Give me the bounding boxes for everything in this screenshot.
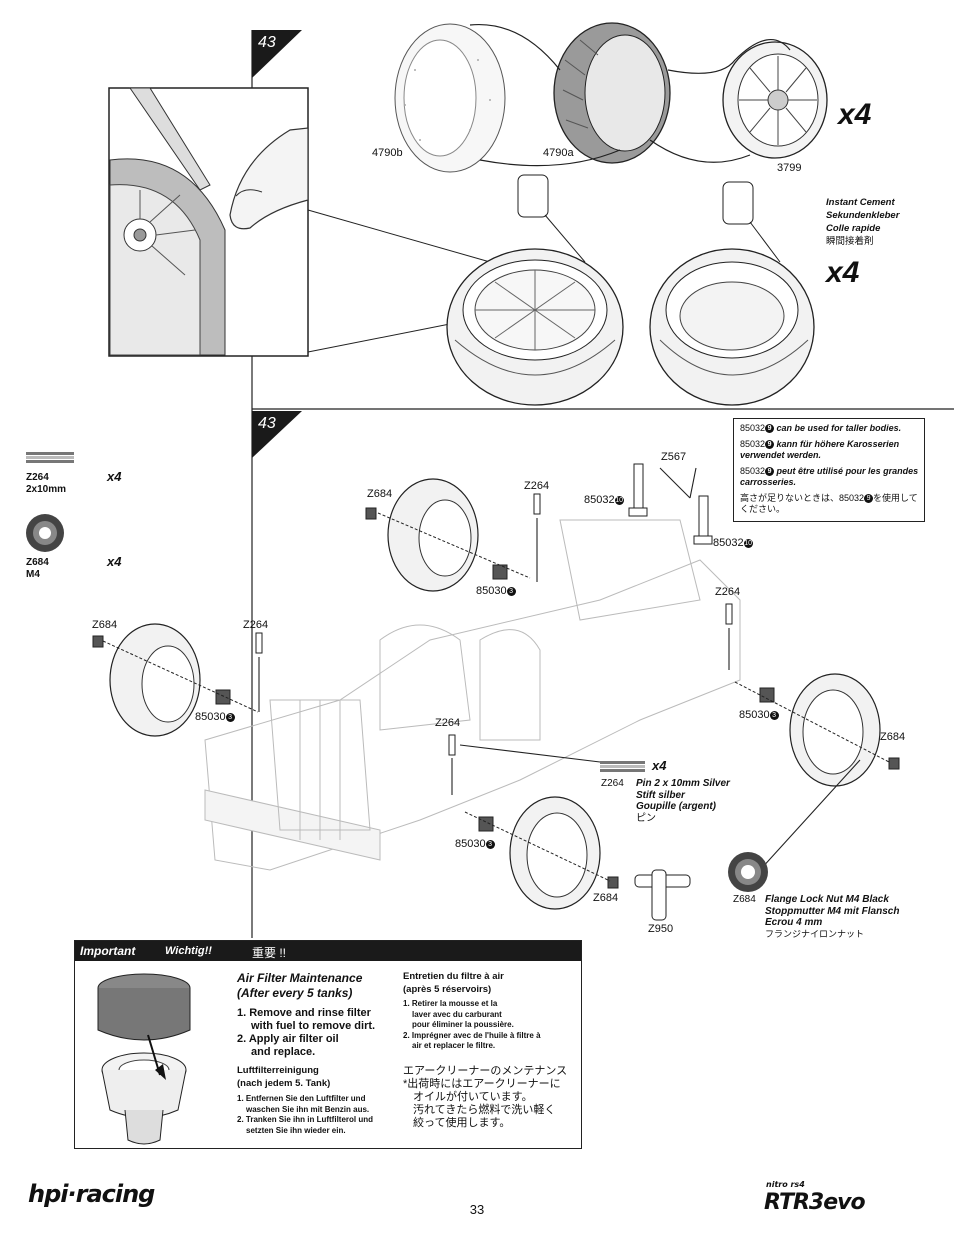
- callout-z264-1: Z264: [524, 480, 550, 492]
- nut-part-label: Z684 M4: [26, 557, 49, 580]
- callout-z567: Z567: [661, 451, 687, 463]
- de-title: Luftfilterreinigung (nach jedem 5. Tank): [237, 1065, 331, 1089]
- step-badge-top-shape: [252, 30, 302, 78]
- hub-4: [478, 816, 494, 832]
- hub-2: [215, 689, 231, 705]
- pin-icon-left: [26, 452, 74, 463]
- nut-3: [888, 757, 900, 770]
- important-box: Important Wichtig!! 重要 !! Air Filter Mai…: [74, 940, 582, 1149]
- wrench-illustration: [634, 869, 691, 921]
- callout-85032-1: 8503210: [584, 494, 624, 506]
- pin-icon-detail: [600, 761, 645, 772]
- glued-tire-right: [649, 181, 815, 406]
- step-badge-top: 43: [258, 34, 276, 51]
- step-badge-bottom-shape: [252, 411, 302, 458]
- air-filter-illustration: [97, 973, 191, 1145]
- multiplier-top: x4: [838, 98, 872, 131]
- foam-insert-illustration: [394, 23, 506, 173]
- pin-detail-qty: x4: [652, 758, 667, 773]
- callout-z950: Z950: [648, 923, 674, 935]
- nut-icon-left: [26, 514, 64, 552]
- cement-label: Instant Cement Sekundenkleber Colle rapi…: [826, 197, 900, 247]
- chassis-illustration: [204, 519, 741, 871]
- wheel-front-right: [789, 673, 881, 787]
- wheel-front-left: [387, 478, 479, 592]
- wheel-illustration: [722, 41, 828, 159]
- step-badge-bottom: 43: [258, 415, 276, 432]
- hpi-racing-logo: hpi·racing: [28, 1180, 155, 1208]
- fr-steps: 1. Retirer la mousse et la laver avec du…: [403, 999, 541, 1050]
- de-steps: 1. Entfernen Sie den Luftfilter und wasc…: [237, 1094, 374, 1135]
- wheel-rear-right: [509, 796, 601, 910]
- label-tire: 4790a: [543, 147, 574, 159]
- en-title: Air Filter Maintenance (After every 5 ta…: [237, 971, 363, 1000]
- nut-2: [92, 635, 104, 648]
- label-foam: 4790b: [372, 147, 403, 159]
- label-wheel: 3799: [777, 162, 802, 174]
- callout-z684-1: Z684: [367, 488, 393, 500]
- multiplier-cement: x4: [826, 256, 860, 289]
- callout-z684-2: Z684: [92, 619, 118, 631]
- pin-part-label: Z264 2x10mm: [26, 472, 67, 495]
- rtr3evo-logo: RTR3evo: [764, 1190, 866, 1215]
- nut-4: [607, 876, 619, 889]
- wheel-rear-left: [109, 623, 201, 737]
- callout-z264-3: Z264: [243, 619, 269, 631]
- nut-detail-desc: Flange Lock Nut M4 Black Stoppmutter M4 …: [765, 894, 900, 939]
- hub-3: [759, 687, 775, 703]
- nitro-rs4-logo-small: nitro rs4: [766, 1180, 805, 1189]
- nut-qty: x4: [107, 554, 122, 569]
- pin-detail-code: Z264: [601, 778, 624, 789]
- callout-z684-4: Z684: [593, 892, 619, 904]
- tire-illustration: [553, 22, 671, 164]
- ja-instructions: エアークリーナーのメンテナンス *出荷時にはエアークリーナーに オイルが付いてい…: [403, 1065, 568, 1129]
- callout-85032-2: 8503210: [713, 537, 753, 549]
- nut-icon-detail: [728, 852, 768, 892]
- callout-z264-4: Z264: [435, 717, 461, 729]
- page-number: 33: [469, 1202, 485, 1217]
- callout-z264-2: Z264: [715, 586, 741, 598]
- glued-tire-left: [446, 174, 624, 406]
- callout-z684-3: Z684: [880, 731, 906, 743]
- closeup-illustration: [108, 87, 309, 357]
- nut-detail-code: Z684: [733, 894, 756, 905]
- fr-title: Entretien du filtre à air (après 5 réser…: [403, 971, 504, 995]
- pin-detail-desc: Pin 2 x 10mm Silver Stift silber Goupill…: [636, 778, 730, 824]
- nut-1: [365, 507, 377, 520]
- en-steps: 1. Remove and rinse filter with fuel to …: [237, 1007, 376, 1058]
- pin-qty: x4: [107, 469, 122, 484]
- important-header: Important Wichtig!! 重要 !!: [75, 941, 581, 961]
